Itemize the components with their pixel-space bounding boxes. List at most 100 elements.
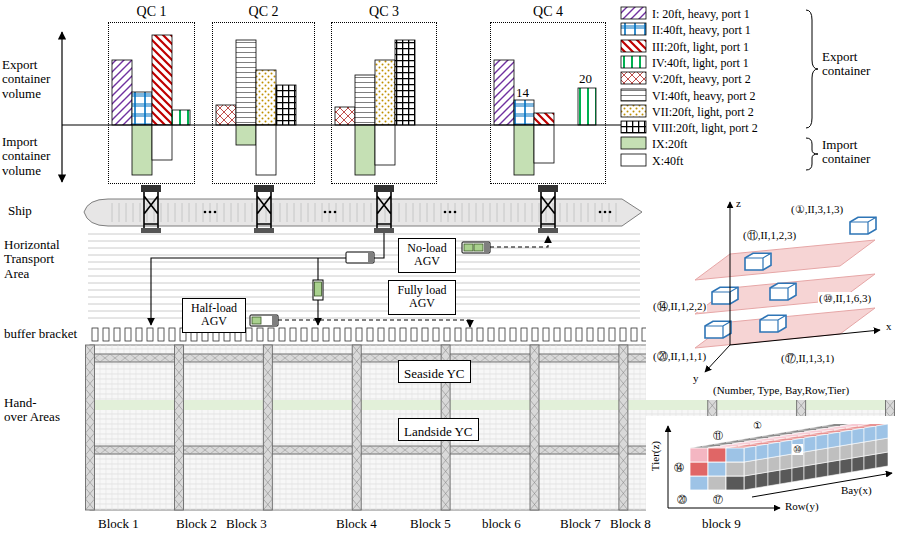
yard-bay bbox=[130, 345, 131, 510]
volume-bar bbox=[375, 60, 395, 125]
gantry-brace bbox=[263, 345, 272, 510]
volume-bar bbox=[112, 60, 132, 125]
tier-plane bbox=[695, 240, 875, 280]
legend-swatch bbox=[621, 137, 646, 149]
yard-bay bbox=[304, 345, 305, 510]
legend-text: V:20ft, heavy, port 2 bbox=[652, 72, 751, 86]
yard-bay bbox=[286, 345, 287, 510]
stack-front-cell bbox=[726, 448, 744, 462]
ship-bay bbox=[182, 203, 183, 222]
ship-bay bbox=[511, 203, 512, 222]
legend-text: X:40ft bbox=[652, 154, 683, 168]
lane-line bbox=[88, 304, 640, 305]
ship-bay bbox=[301, 203, 302, 222]
yard-bay bbox=[364, 345, 365, 510]
tuple-key: (Number, Type, Bay,Row,Tier) bbox=[712, 384, 850, 396]
ship-bay bbox=[504, 203, 505, 222]
bar-value: 14 bbox=[516, 85, 529, 100]
yard-bay bbox=[292, 345, 293, 510]
lane-line bbox=[88, 311, 640, 312]
volume-bar bbox=[534, 113, 554, 125]
container-box bbox=[850, 217, 876, 234]
ship-bay bbox=[245, 203, 246, 222]
volume-bar bbox=[578, 88, 596, 125]
label-holder: block 6 bbox=[482, 517, 521, 531]
buffer-bracket bbox=[312, 328, 318, 341]
axis-label: Export container volume bbox=[2, 57, 50, 101]
ship-bay bbox=[238, 203, 239, 222]
handover-band bbox=[90, 400, 890, 410]
legend-swatch-box bbox=[620, 71, 648, 85]
ellipsis-dot bbox=[454, 211, 457, 214]
buffer-bracket bbox=[158, 328, 164, 341]
yard-bay bbox=[604, 345, 605, 510]
volume-bar bbox=[236, 40, 256, 125]
volume-bar bbox=[375, 125, 395, 165]
ship-hull bbox=[84, 199, 642, 226]
buffer-bracket bbox=[136, 328, 142, 341]
ship-bay bbox=[567, 203, 568, 222]
yard-bay bbox=[136, 345, 137, 510]
ship-bay bbox=[189, 203, 190, 222]
legend-swatch bbox=[621, 89, 646, 101]
buffer-bracket bbox=[598, 328, 604, 341]
stack-side-cell bbox=[744, 446, 756, 462]
legend-text: VI:40ft, heavy, port 2 bbox=[652, 89, 756, 103]
legend-swatch bbox=[621, 121, 646, 133]
stack-front-cell bbox=[690, 462, 708, 476]
ellipsis-dot bbox=[599, 211, 602, 214]
axis-name: z bbox=[735, 197, 742, 209]
label-holder: ⑰ bbox=[712, 494, 724, 505]
yard-bay bbox=[484, 345, 485, 510]
axis-name: Tier(z) bbox=[649, 441, 661, 471]
ship-bay bbox=[154, 203, 155, 222]
buffer-bracket bbox=[532, 328, 538, 341]
legend-text: IX:20ft bbox=[652, 137, 687, 151]
block-label: block 9 bbox=[702, 516, 741, 531]
yard-bay bbox=[118, 345, 119, 510]
agv-container bbox=[464, 244, 473, 251]
stack-side-cell bbox=[828, 460, 840, 476]
quay-crane bbox=[141, 185, 161, 233]
yard-bay bbox=[340, 345, 341, 510]
area-label: Hand- over Areas bbox=[4, 395, 60, 424]
yard-bay bbox=[316, 345, 317, 510]
ellipsis-dot bbox=[609, 211, 612, 214]
gantry-brace bbox=[174, 345, 183, 510]
ship-bay bbox=[539, 203, 540, 222]
label-holder: Ship bbox=[8, 204, 32, 218]
label-holder: Export container bbox=[822, 50, 894, 79]
stack-side-cell bbox=[804, 450, 816, 466]
block-label: Block 4 bbox=[336, 516, 377, 531]
yard-bay bbox=[220, 345, 221, 510]
yard-bay bbox=[208, 345, 209, 510]
crane-heading: QC 2 bbox=[213, 4, 314, 20]
label-holder: ① bbox=[752, 420, 763, 431]
label-holder: Row(y) bbox=[784, 500, 820, 512]
buffer-bracket bbox=[554, 328, 560, 341]
ship-bay bbox=[483, 203, 484, 222]
quay-crane bbox=[374, 185, 394, 233]
buffer-bracket bbox=[455, 328, 461, 341]
stack-front-cell bbox=[690, 448, 708, 462]
ship-bay bbox=[357, 203, 358, 222]
volume-bar bbox=[132, 125, 152, 175]
volume-bar bbox=[534, 125, 554, 163]
label-holder: ⑭ bbox=[673, 462, 685, 473]
buffer-bracket bbox=[246, 328, 252, 341]
legend-row: I: 20ft, heavy, port 1 bbox=[620, 6, 805, 20]
stack-side-cell bbox=[852, 456, 864, 472]
yard-bay bbox=[574, 345, 575, 510]
label-holder: (⑪,II,1,2,3) bbox=[742, 229, 797, 241]
yard-bay bbox=[112, 345, 113, 510]
agv-container bbox=[315, 282, 322, 296]
block-gantry bbox=[352, 345, 361, 510]
yard-crane-box: Seaside YC bbox=[398, 360, 471, 383]
buffer-bracket bbox=[631, 328, 637, 341]
yard-bay bbox=[244, 345, 245, 510]
stack-side-cell bbox=[864, 426, 876, 442]
axis-name: Bay(x) bbox=[840, 484, 873, 496]
label-holder: (⑰,II,1,3,1) bbox=[780, 352, 835, 364]
yard-bay bbox=[190, 345, 191, 510]
